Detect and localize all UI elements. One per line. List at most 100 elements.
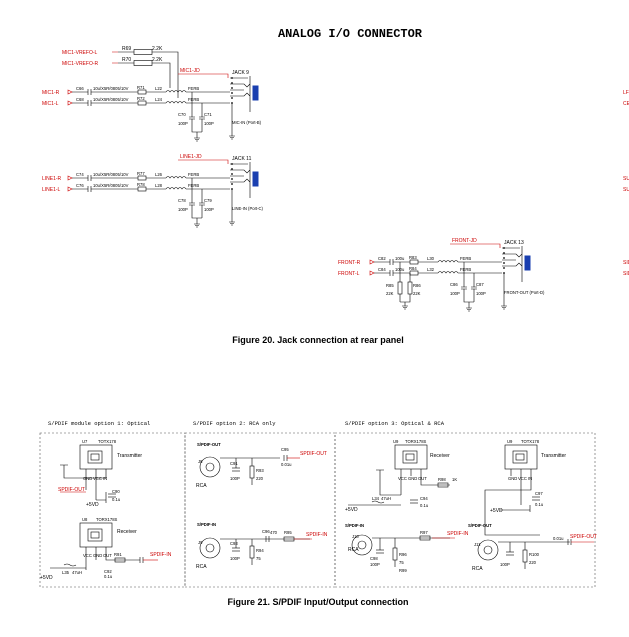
j11-label: J11	[474, 542, 481, 547]
pd-a-j13: R85	[386, 283, 394, 288]
res-l-j9: R71	[137, 85, 145, 90]
vref-resistors: MIC1-VREFO-L MIC1-VREFO-R R69 2.2K R70 2…	[62, 46, 179, 98]
u9-rx-out: OUT	[418, 476, 427, 481]
c91-value: 100P	[230, 476, 240, 481]
j9-rca: RCA	[196, 564, 207, 570]
ferb-r-j13: FERB	[460, 267, 471, 272]
net-right-j14: SIDESURR-L	[623, 271, 629, 277]
opt2-spdif-in-net: SPDIF-IN	[306, 532, 328, 538]
jack-plug-j9	[252, 85, 259, 101]
jack-block-j9: MIC1-RMIC1-LC66C6810u/X5R/0805/10V10u/X5…	[42, 68, 262, 142]
transmitter-label-3: Transmitter	[541, 453, 566, 459]
j8-label: J8	[198, 459, 203, 464]
shunt-a-j11: C78	[178, 198, 186, 203]
port-label-j13: FRONT-OUT (Port-D)	[504, 290, 545, 295]
r97-label: R97	[420, 530, 428, 535]
shunt-b-j11: C79	[204, 198, 212, 203]
l34-label: L34	[372, 496, 380, 501]
opt2-spdif-out-net: SPDIF-OUT	[300, 451, 327, 457]
port-label-j11: LINE-IN (Port-C)	[232, 206, 264, 211]
r96-label: R96	[399, 552, 407, 557]
jack-block-j11: LINE1-RLINE1-LC74C7610u/X5R/0805/10V10u/…	[42, 154, 264, 228]
shunt-a-val-j13: 100P	[450, 291, 460, 296]
jd-net-j13: FRONT-JD	[452, 238, 477, 244]
net-left-j9: MIC1-R	[42, 90, 60, 96]
j10-rca: RCA	[348, 547, 359, 553]
option2-rca: S/PDIF-OUT RCA J8 C91 100P R93 220 C95 0…	[196, 442, 328, 570]
net-left-j13: FRONT-R	[338, 260, 361, 266]
jack-blocks: MIC1-RMIC1-LC66C6810u/X5R/0805/10V10u/X5…	[42, 68, 629, 312]
coupling-caps-j13	[389, 259, 394, 276]
jack-label-j9: JACK 9	[232, 70, 249, 76]
c96-label: C96	[262, 529, 270, 534]
c93-label: C93	[230, 541, 238, 546]
l34-value: 47uH	[381, 496, 391, 501]
rca-jack-j9	[199, 537, 221, 559]
cap-l-j9: C66	[76, 86, 84, 91]
coupling-caps-j9	[87, 89, 92, 106]
u9-tx-label: U9	[507, 439, 513, 444]
r91-label: R91	[114, 552, 122, 557]
jack-block-j13: FRONT-RFRONT-LC82C84100u100uR83R84L30L32…	[338, 238, 545, 312]
jack-symbol-j11	[230, 162, 251, 198]
c93-value: 100P	[230, 556, 240, 561]
opt1-plus5vd-bottom: +5VD	[40, 575, 53, 581]
l35-value: 47uH	[72, 570, 82, 575]
u7-part: TOTX178	[98, 439, 117, 444]
jack-symbol-j13	[502, 246, 523, 282]
c92-label: C92	[104, 569, 112, 574]
jd-net-j11: LINE1-JD	[180, 154, 202, 160]
ferb-r-j9: FERB	[188, 97, 199, 102]
c94-label: C94	[420, 496, 428, 501]
u8-out: OUT	[103, 553, 112, 558]
ferb-l-j9: FERB	[188, 86, 199, 91]
jack-label-j13: JACK 13	[504, 240, 524, 246]
option3-frame	[334, 432, 596, 588]
u7-label: U7	[82, 439, 88, 444]
cap-r-j11: C76	[76, 183, 84, 188]
r93-value: 220	[256, 476, 264, 481]
shunt-a-j13: C86	[450, 282, 458, 287]
ind-r-j9: L24	[155, 97, 163, 102]
opt2-out-header: S/PDIF-OUT	[197, 442, 221, 447]
c95-value: 0.01u	[281, 462, 292, 467]
jack-block-j12: SURR-RSURR-LC75C7710u10uR79R80L27L29FERB…	[623, 176, 629, 193]
r98-label: R98	[438, 477, 446, 482]
u9-rx-part: TORX178S	[405, 439, 427, 444]
ind-l-j9: L22	[155, 86, 163, 91]
net-left-j10: LFE	[623, 90, 629, 96]
r93-label: R93	[256, 468, 264, 473]
l35-label: L35	[62, 570, 70, 575]
ferb-l-j11: FERB	[188, 172, 199, 177]
j8-rca: RCA	[196, 483, 207, 489]
u8-part: TORX178S	[96, 517, 118, 522]
cap-l-j13: C82	[378, 256, 386, 261]
ind-l-j11: L26	[155, 172, 163, 177]
cap-val-r-j9: 10u/X5R/0805/10V	[93, 97, 129, 102]
res-l-j13: R83	[409, 255, 417, 260]
j10-label: J10	[352, 534, 359, 539]
r100-value: 220	[529, 560, 537, 565]
net-right-j11: LINE1-L	[42, 187, 61, 193]
vref-net-2: MIC1-VREFO-R	[62, 61, 99, 67]
rca-jack-j8	[199, 456, 221, 478]
opt3-in-header: S/PDIF-IN	[345, 523, 364, 528]
shunt-a-val-j11: 100P	[178, 207, 188, 212]
option3-title: S/PDIF option 3: Optical & RCA	[345, 420, 445, 427]
c92-value: 0.1u	[104, 574, 113, 579]
u9-rx-gnd: GND	[408, 476, 417, 481]
u9-tx-gnd: GND	[508, 476, 517, 481]
resistor-r69	[133, 49, 153, 55]
port-label-j9: MIC-IN (Port-B)	[232, 120, 262, 125]
c98-label: C98	[370, 556, 378, 561]
r94-value: 75	[256, 556, 261, 561]
ind-r-j13: L32	[427, 267, 435, 272]
pd-a-val-j13: 22K	[386, 291, 394, 296]
cap-val-l-j9: 10u/X5R/0805/10V	[93, 86, 129, 91]
net-right-j10: CEN	[623, 101, 629, 107]
opt1-spdif-in-net: SPDIF-IN	[150, 552, 172, 558]
jack-label-j11: JACK 11	[232, 156, 252, 162]
jd-net-j9: MIC1-JD	[180, 68, 200, 74]
net-left-j12: SURR-R	[623, 176, 629, 182]
